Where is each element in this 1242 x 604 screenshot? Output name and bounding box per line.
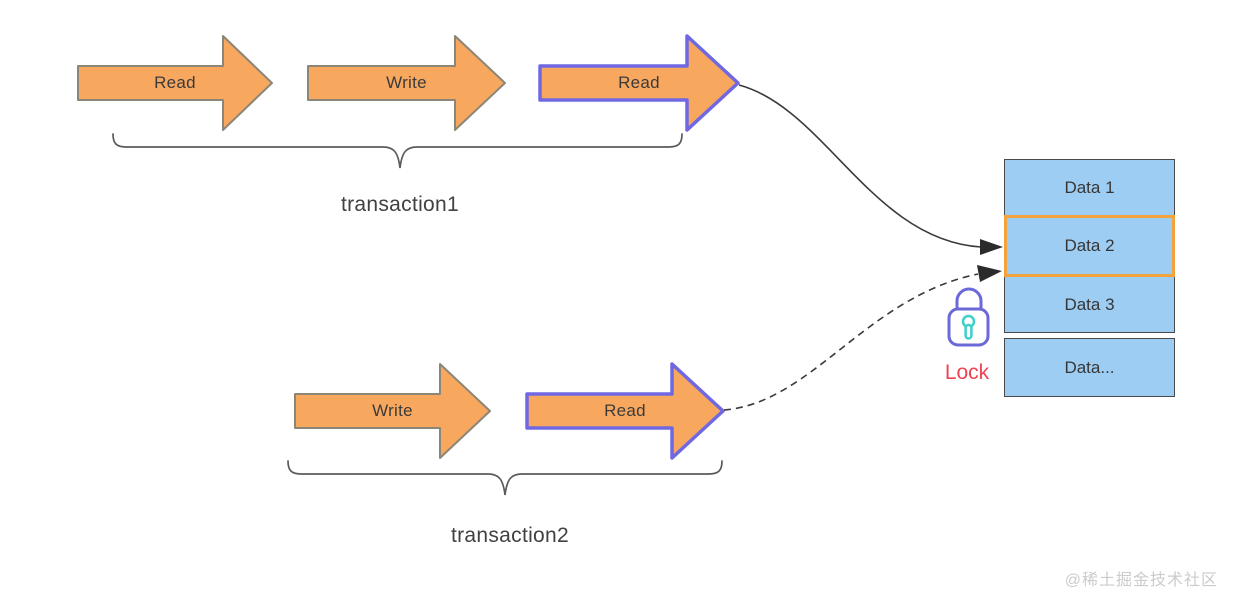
watermark: @稀土掘金技术社区 (1064, 572, 1218, 589)
transaction1-write-arrow-shape (307, 35, 506, 131)
padlock-shackle (955, 287, 983, 314)
data-row-1: Data 1 (1004, 159, 1175, 216)
padlock-icon (947, 287, 990, 347)
padlock-keyhole-stem (964, 323, 973, 340)
transaction2-label: transaction2 (450, 524, 569, 547)
transaction1-label: transaction1 (340, 193, 459, 216)
data-row-2-locked: Data 2 (1004, 215, 1175, 277)
solid-connector (738, 84, 982, 248)
transaction2-write-arrow-shape (294, 363, 491, 459)
data-row-4: Data... (1004, 338, 1175, 397)
transaction1-read1-arrow-shape (77, 35, 273, 131)
dashed-connector-arrowhead (977, 265, 1002, 282)
solid-connector-arrowhead (980, 239, 1003, 255)
transaction1-brace (112, 133, 683, 169)
lock-label: Lock (944, 361, 990, 384)
data-row-3: Data 3 (1004, 276, 1175, 333)
transaction2-read-arrow-shape (525, 362, 725, 460)
transaction2-brace (287, 460, 723, 496)
dashed-connector (723, 273, 979, 411)
transaction1-read2-arrow-shape (538, 34, 740, 132)
